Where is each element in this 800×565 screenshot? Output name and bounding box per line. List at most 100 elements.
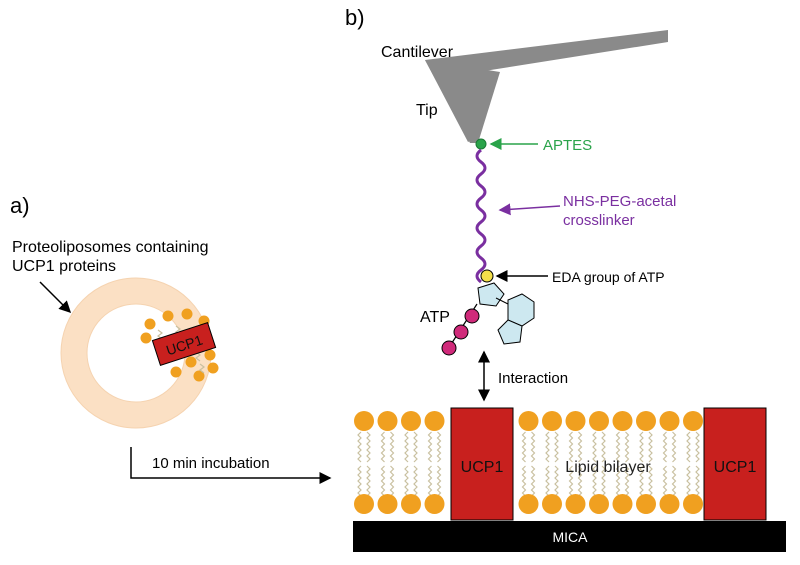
liposome-lipid-heads	[140, 308, 219, 382]
lipid-tail	[427, 431, 433, 463]
lipid-head	[565, 494, 586, 514]
lipid-tail	[695, 431, 700, 463]
lipid-tail	[648, 431, 653, 463]
mica-substrate	[353, 521, 786, 552]
lipid-tail	[530, 431, 536, 463]
crosslinker-label-line2: crosslinker	[563, 212, 635, 229]
lipid-head	[636, 494, 656, 514]
lipid-tail	[686, 431, 691, 463]
liposome-caption-line1: Proteoliposomes containing	[12, 239, 209, 256]
cantilever-label: Cantilever	[381, 44, 454, 61]
lipid-tail	[671, 431, 677, 463]
eda-label: EDA group of ATP	[552, 269, 665, 285]
lipid-tail	[436, 465, 442, 497]
lipid-head	[612, 494, 633, 514]
lipid-head	[207, 362, 219, 374]
lipid-tail	[436, 431, 442, 463]
lipid-head	[518, 411, 539, 431]
lipid-head	[170, 366, 182, 378]
lipid-tail	[530, 465, 536, 497]
ucp1-protein-right: UCP1	[703, 407, 767, 521]
lipid-head	[354, 411, 374, 431]
bilayer-lipid-heads	[354, 411, 703, 514]
lipid-tail	[427, 465, 433, 497]
lipid-head	[518, 494, 539, 514]
lipid-head	[377, 494, 398, 514]
adenine-ring-5	[497, 319, 523, 345]
phosphate-3	[441, 340, 457, 356]
lipid-head	[683, 494, 703, 514]
mica-label: MICA	[553, 529, 589, 545]
lipid-tail	[615, 465, 621, 497]
lipid-tail	[389, 431, 395, 463]
phosphate-2	[453, 324, 469, 340]
ucp1-right-label: UCP1	[714, 459, 757, 476]
lipid-tail	[357, 465, 362, 497]
lipid-tail	[380, 431, 386, 463]
lipid-tail	[380, 465, 386, 497]
lipid-tail	[662, 431, 668, 463]
lipid-head	[612, 411, 633, 431]
ucp1-protein-left: UCP1	[450, 407, 514, 521]
lipid-head	[589, 411, 609, 431]
bilayer-lipid-tails	[357, 431, 700, 497]
peg-linker	[475, 148, 487, 284]
lipid-head	[354, 494, 374, 514]
lipid-tail	[695, 465, 700, 497]
afm-cantilever	[425, 30, 668, 142]
lipid-tail	[366, 465, 371, 497]
lipid-head	[659, 411, 680, 431]
lipid-tail	[404, 465, 409, 497]
lipid-tail	[639, 431, 644, 463]
lipid-head	[162, 310, 174, 322]
lipid-tail	[568, 465, 574, 497]
lipid-tail	[413, 431, 418, 463]
lipid-tail	[686, 465, 691, 497]
lipid-bilayer-label: Lipid bilayer	[565, 459, 651, 476]
liposome-caption-line2: UCP1 proteins	[12, 258, 116, 275]
lipid-head	[542, 411, 562, 431]
crosslinker-arrow	[498, 203, 561, 216]
lipid-head	[401, 411, 421, 431]
lipid-tail	[521, 465, 527, 497]
lipid-tail	[671, 465, 677, 497]
lipid-head	[683, 411, 703, 431]
lipid-tail	[592, 465, 597, 497]
liposome-ucp1-protein: UCP1	[151, 322, 217, 366]
ucp1-left-label: UCP1	[461, 459, 504, 476]
lipid-head	[181, 308, 193, 320]
aptes-bead	[475, 138, 487, 150]
lipid-tail	[413, 465, 418, 497]
lipid-tail	[554, 465, 559, 497]
lipid-tail	[624, 431, 630, 463]
lipid-head	[659, 494, 680, 514]
afm-tip	[425, 60, 500, 143]
lipid-head	[565, 411, 586, 431]
eda-group-bead	[480, 269, 494, 283]
ribose-ring	[477, 282, 505, 307]
lipid-tail	[577, 465, 583, 497]
caption-arrow	[39, 281, 72, 314]
aptes-label: APTES	[543, 137, 592, 154]
lipid-tail	[521, 431, 527, 463]
lipid-head	[636, 411, 656, 431]
lipid-tail	[639, 465, 644, 497]
lipid-head	[401, 494, 421, 514]
lipid-head	[542, 494, 562, 514]
panel-a-label: a)	[10, 193, 30, 218]
atp-molecule	[441, 282, 535, 356]
lipid-tail	[615, 431, 621, 463]
phosphate-1	[464, 308, 480, 324]
lipid-head	[377, 411, 398, 431]
lipid-head	[185, 356, 197, 368]
lipid-head	[144, 318, 156, 330]
lipid-tail	[568, 431, 574, 463]
lipid-tail	[404, 431, 409, 463]
lipid-tail	[357, 431, 362, 463]
lipid-tail	[601, 431, 606, 463]
lipid-tail	[592, 431, 597, 463]
tip-label: Tip	[416, 102, 438, 119]
lipid-head	[424, 411, 445, 431]
lipid-head	[193, 370, 205, 382]
